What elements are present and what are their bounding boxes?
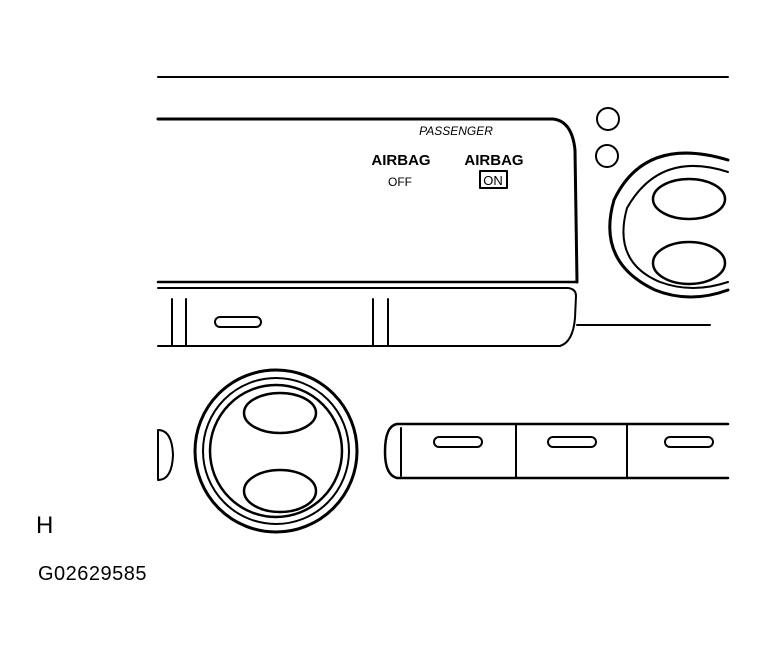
airbag-on-box xyxy=(479,170,508,189)
switch-slot-1 xyxy=(433,436,483,448)
panel-switch-slot xyxy=(214,316,262,328)
figure-code: G02629585 xyxy=(38,563,148,585)
figure-letter: H xyxy=(36,512,54,539)
center-air-vent xyxy=(193,368,359,534)
indicator-lamp-top xyxy=(596,107,620,131)
airbag-off-label-top: AIRBAG xyxy=(371,152,430,169)
passenger-heading: PASSENGER xyxy=(419,124,493,138)
switch-slot-2 xyxy=(547,436,597,448)
switch-slot-3 xyxy=(664,436,714,448)
airbag-off-label-bottom: OFF xyxy=(388,175,412,189)
airbag-on-label-top: AIRBAG xyxy=(464,152,523,169)
indicator-lamp-bottom xyxy=(595,144,619,168)
left-vent-edge xyxy=(157,429,174,481)
right-air-vent xyxy=(608,151,730,299)
airbag-indicator-panel xyxy=(156,117,579,347)
lower-switch-bank xyxy=(383,422,730,480)
airbag-on-label-bottom: ON xyxy=(483,173,503,188)
